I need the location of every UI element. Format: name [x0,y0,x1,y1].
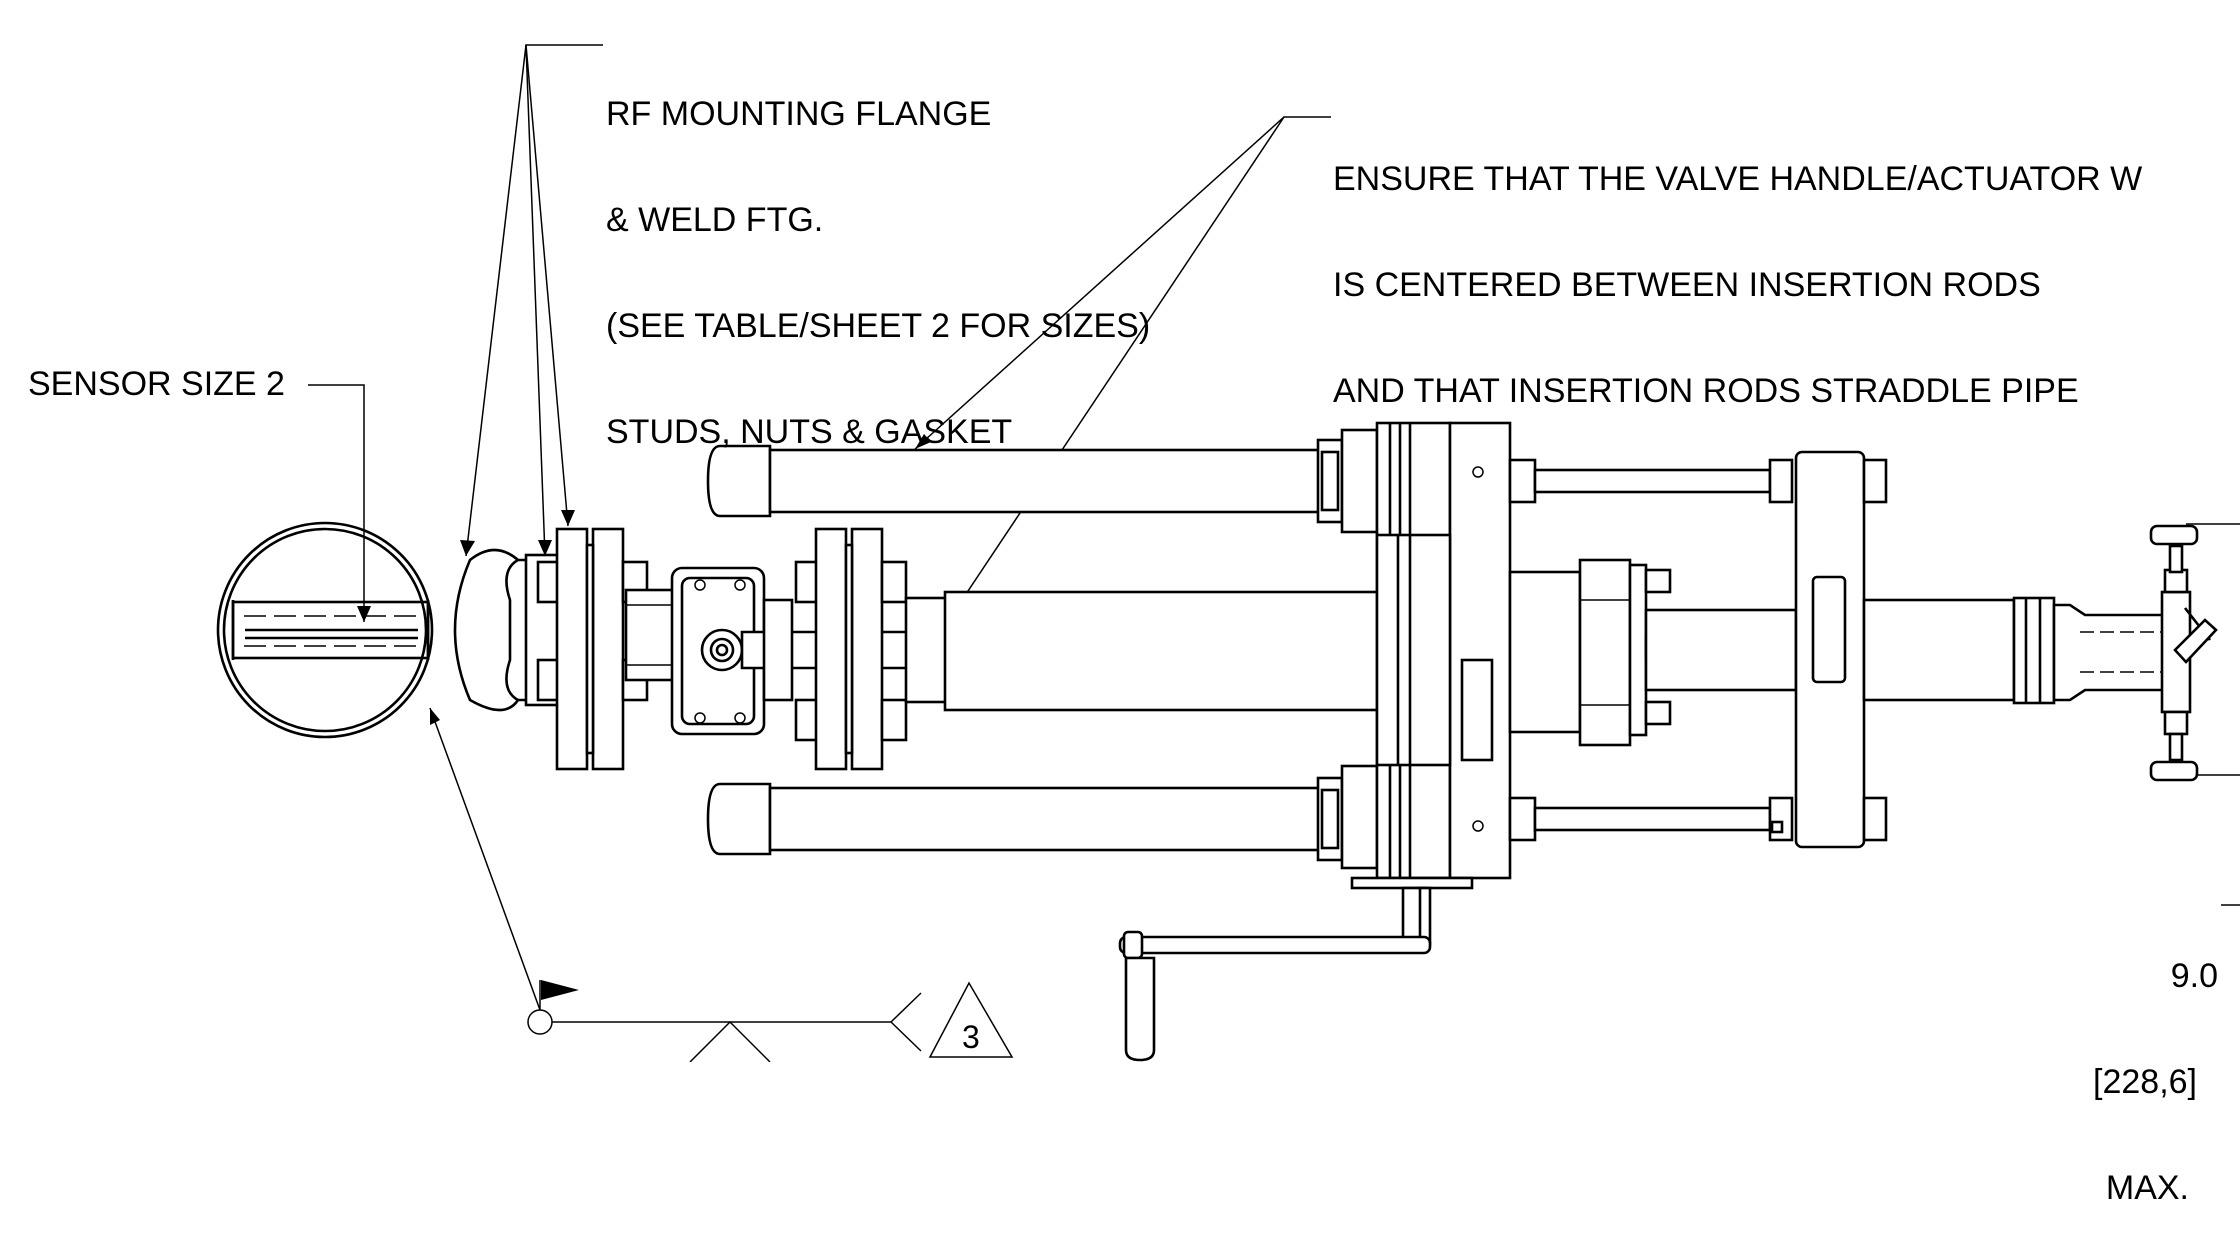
manifold [2052,524,2218,782]
threaded-studs [1508,458,1794,842]
flange-pair-1 [536,527,649,771]
leader-lines [308,44,2240,1011]
valve-note-line-1: ENSURE THAT THE VALVE HANDLE/ACTUATOR W [1333,159,2143,198]
assembly-drawing: 3 [216,44,2240,1062]
drive-block [1375,421,1512,880]
crank-handle [1118,876,1474,1062]
dimension-value: 9.0 [2170,956,2218,995]
valve-note-line-2: IS CENTERED BETWEEN INSERTION RODS [1333,265,2041,304]
right-plate [1644,450,2056,849]
valve-note-line-3: AND THAT INSERTION RODS STRADDLE PIPE [1333,371,2079,410]
flange-note-line-2: & WELD FTG. [606,200,824,239]
revision-triangle-label: 3 [962,1019,980,1055]
flange-note: RF MOUNTING FLANGE & WELD FTG. (SEE TABL… [606,26,1150,486]
packing-gland [1508,558,1672,747]
sensor-note: SENSOR SIZE 2 [28,365,285,403]
flange-pair-2 [794,527,952,771]
flange-note-line-4: STUDS, NUTS & GASKET [606,412,1013,451]
weld-symbol [527,980,1014,1062]
extension-tube [943,583,1402,719]
insertion-rod-bottom [706,764,1379,870]
sensor-section [216,521,434,739]
flange-note-line-1: RF MOUNTING FLANGE [606,94,992,133]
flange-note-line-3: (SEE TABLE/SHEET 2 FOR SIZES) [606,306,1151,345]
valve-note: ENSURE THAT THE VALVE HANDLE/ACTUATOR W … [1333,91,2142,445]
dimension-note: 9.0 [228,6] MAX. [2050,888,2220,1242]
insertion-rod-top [706,428,1379,534]
dimension-qualifier: MAX. [2105,1168,2189,1207]
dimension-metric: [228,6] [2093,1062,2197,1101]
